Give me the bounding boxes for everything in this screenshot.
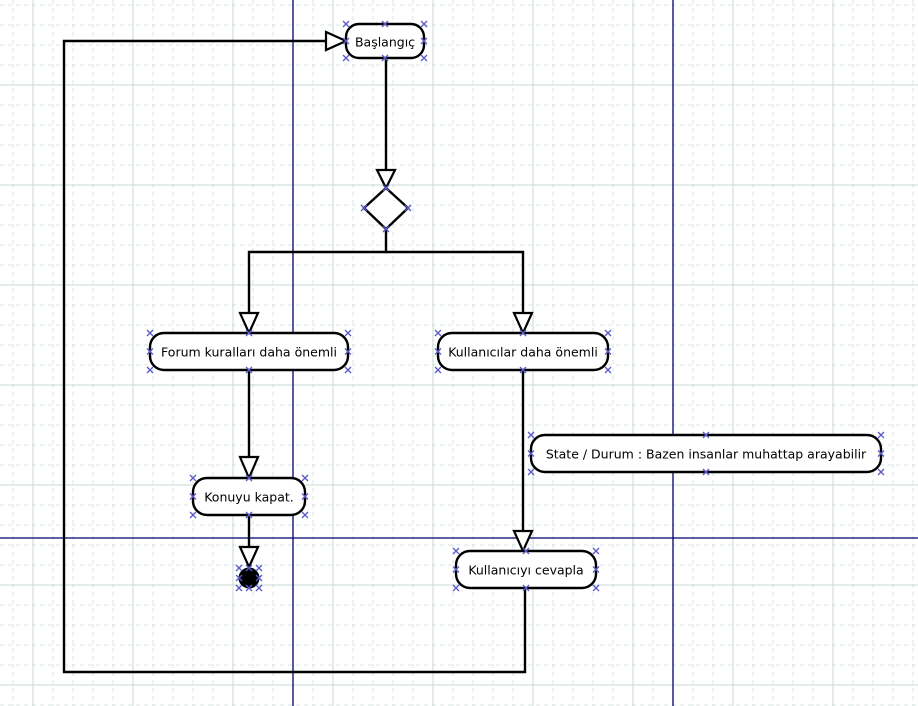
connector-start-to-decision[interactable] — [375, 58, 397, 191]
node-start-label: Başlangıç — [355, 35, 415, 50]
node-forum-rules-label: Forum kuralları daha önemli — [161, 345, 337, 360]
open-arrowhead-icon[interactable] — [324, 30, 349, 52]
node-reply-user[interactable]: Kullanıcıyı cevapla — [454, 549, 598, 590]
connection-point-icon[interactable] — [604, 348, 612, 355]
connection-point-icon[interactable] — [527, 450, 535, 457]
nodes: Başlangıç Forum kuralları daha önemli Ku… — [148, 22, 883, 590]
connector-forum-to-close[interactable] — [238, 370, 260, 481]
connection-point-icon[interactable] — [527, 431, 535, 439]
connection-point-icon[interactable] — [235, 584, 243, 592]
connection-point-icon[interactable] — [245, 366, 253, 374]
connection-point-icon[interactable] — [702, 468, 710, 476]
connectors — [62, 30, 534, 674]
connection-point-icon[interactable] — [255, 564, 263, 572]
connection-point-icon[interactable] — [245, 511, 253, 519]
connection-point-icon[interactable] — [189, 493, 197, 500]
connection-point-icon[interactable] — [382, 184, 390, 192]
connection-point-icon[interactable] — [245, 564, 253, 572]
connection-point-icon[interactable] — [452, 547, 460, 555]
connection-point-icon[interactable] — [301, 511, 309, 519]
connector-decision-to-forum[interactable] — [238, 229, 388, 336]
open-arrowhead-icon[interactable] — [375, 168, 397, 191]
connector-loop-line[interactable] — [62, 39, 527, 674]
connection-point-icon[interactable] — [342, 20, 350, 28]
open-arrowhead-icon[interactable] — [512, 529, 534, 554]
connection-point-icon[interactable] — [235, 574, 243, 582]
connection-point-icon[interactable] — [344, 366, 352, 374]
connection-point-icon[interactable] — [245, 584, 253, 592]
connection-point-icon[interactable] — [189, 511, 197, 519]
connection-point-icon[interactable] — [434, 366, 442, 374]
connection-points — [146, 20, 885, 592]
connector-line[interactable] — [247, 229, 388, 313]
node-close-topic-label: Konuyu kapat. — [204, 490, 294, 505]
connection-point-icon[interactable] — [146, 329, 154, 337]
connection-point-icon[interactable] — [342, 54, 350, 62]
connection-point-icon[interactable] — [519, 329, 527, 337]
connection-point-icon[interactable] — [452, 584, 460, 592]
connection-point-icon[interactable] — [604, 329, 612, 337]
connection-point-icon[interactable] — [146, 366, 154, 374]
connection-point-icon[interactable] — [522, 584, 530, 592]
connection-point-icon[interactable] — [604, 366, 612, 374]
connection-point-icon[interactable] — [404, 204, 412, 212]
connection-point-icon[interactable] — [877, 431, 885, 439]
open-arrowhead-icon[interactable] — [238, 311, 260, 336]
node-users-label: Kullanıcılar daha önemli — [448, 345, 598, 360]
node-reply-user-label: Kullanıcıyı cevapla — [468, 563, 583, 578]
connector-close-to-final[interactable] — [238, 515, 260, 570]
connection-point-icon[interactable] — [342, 37, 350, 45]
connection-point-icon[interactable] — [519, 366, 527, 374]
connection-point-icon[interactable] — [452, 566, 460, 573]
node-decision[interactable] — [362, 186, 410, 231]
connection-point-icon[interactable] — [420, 20, 428, 28]
connector-users-to-reply[interactable] — [512, 370, 534, 554]
connection-point-icon[interactable] — [360, 204, 368, 212]
connection-point-icon[interactable] — [381, 54, 389, 62]
connection-point-icon[interactable] — [420, 37, 428, 45]
connection-point-icon[interactable] — [434, 348, 442, 355]
connection-point-icon[interactable] — [344, 329, 352, 337]
connection-point-icon[interactable] — [877, 468, 885, 476]
node-state-note-label: State / Durum : Bazen insanlar muhattap … — [546, 447, 867, 462]
connection-point-icon[interactable] — [592, 584, 600, 592]
connection-point-icon[interactable] — [592, 566, 600, 573]
connector-reply-loop-to-start[interactable] — [62, 30, 527, 674]
connection-point-icon[interactable] — [522, 547, 530, 555]
connection-point-icon[interactable] — [235, 564, 243, 572]
node-start[interactable]: Başlangıç — [344, 22, 426, 60]
open-arrowhead-icon[interactable] — [512, 311, 534, 336]
connection-point-icon[interactable] — [382, 225, 390, 233]
open-arrowhead-icon[interactable] — [238, 455, 260, 481]
node-forum-rules[interactable]: Forum kuralları daha önemli — [148, 331, 350, 372]
decision-diamond-shape[interactable] — [362, 186, 410, 231]
connector-line[interactable] — [386, 250, 525, 313]
node-state-note[interactable]: State / Durum : Bazen insanlar muhattap … — [529, 433, 883, 474]
connection-point-icon[interactable] — [527, 468, 535, 476]
node-users[interactable]: Kullanıcılar daha önemli — [436, 331, 610, 372]
connection-point-icon[interactable] — [245, 329, 253, 337]
connection-point-icon[interactable] — [146, 348, 154, 355]
connection-point-icon[interactable] — [301, 474, 309, 482]
connection-point-icon[interactable] — [877, 450, 885, 457]
open-arrowhead-icon[interactable] — [238, 545, 260, 570]
connection-point-icon[interactable] — [245, 474, 253, 482]
connection-point-icon[interactable] — [592, 547, 600, 555]
connection-point-icon[interactable] — [301, 493, 309, 500]
connection-point-icon[interactable] — [381, 20, 389, 28]
connection-point-icon[interactable] — [255, 574, 263, 582]
connector-decision-to-users[interactable] — [386, 250, 534, 336]
connection-point-icon[interactable] — [189, 474, 197, 482]
connection-point-icon[interactable] — [420, 54, 428, 62]
connection-point-icon[interactable] — [344, 348, 352, 355]
connection-point-icon[interactable] — [434, 329, 442, 337]
node-close-topic[interactable]: Konuyu kapat. — [191, 476, 307, 517]
connection-point-icon[interactable] — [255, 584, 263, 592]
connection-point-icon[interactable] — [702, 431, 710, 439]
